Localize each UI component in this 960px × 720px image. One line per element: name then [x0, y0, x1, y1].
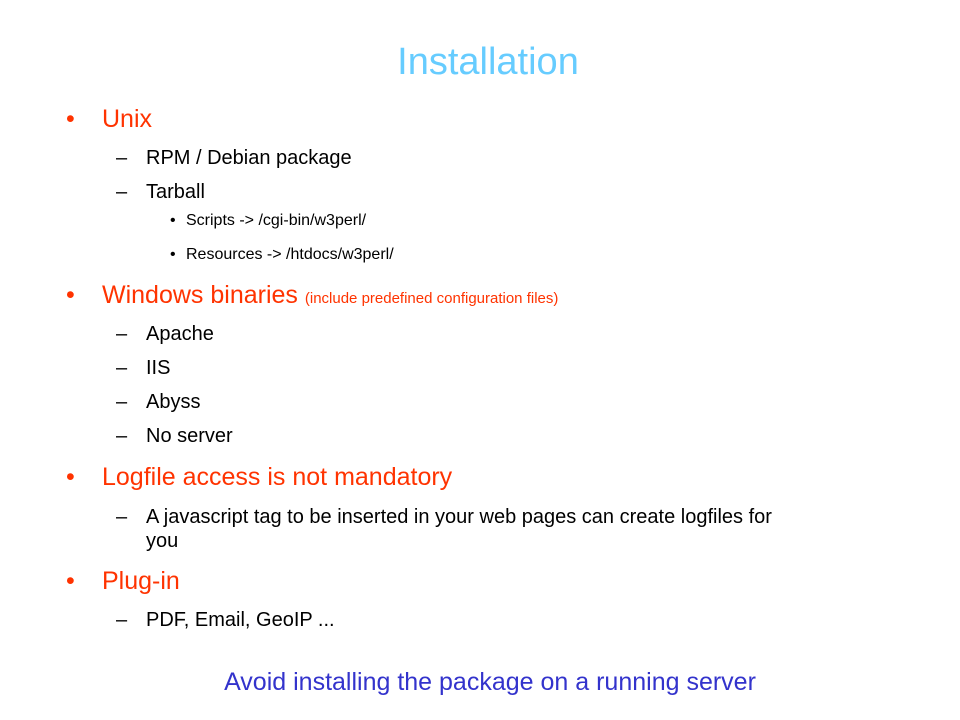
dash-marker: –	[116, 425, 128, 447]
list-item-text: No server	[146, 425, 233, 447]
section-heading-text: Plug-in	[102, 567, 180, 595]
dash-marker: –	[116, 181, 128, 203]
list-item-text: IIS	[146, 357, 171, 379]
list-item-text: RPM / Debian package	[146, 147, 352, 169]
bullet-marker: •	[66, 281, 75, 309]
bullet-marker: •	[66, 567, 75, 595]
section-heading-text: Unix	[102, 105, 153, 133]
list-item-text: Abyss	[146, 391, 201, 413]
section-heading-note: (include predefined configuration files)	[304, 290, 559, 307]
dash-marker: –	[116, 357, 128, 379]
section-heading-windows: • Windows binaries (include predefined c…	[66, 280, 559, 314]
list-item-no-server: – No server	[116, 424, 233, 448]
list-item-pdf-email-geoip: – PDF, Email, GeoIP ...	[116, 608, 335, 632]
dash-marker: –	[116, 506, 128, 528]
list-item-iis: – IIS	[116, 356, 171, 380]
section-heading-text: Windows binaries	[102, 281, 298, 309]
dash-marker: –	[116, 147, 128, 169]
slide-title: Installation	[397, 41, 579, 83]
bullet-marker: •	[170, 212, 176, 229]
list-item-text: PDF, Email, GeoIP ...	[146, 609, 335, 631]
bullet-marker: •	[170, 246, 176, 263]
section-heading-plugin: • Plug-in	[66, 566, 180, 596]
section-heading-unix: • Unix	[66, 104, 153, 134]
dash-marker: –	[116, 391, 128, 413]
list-item-text: Tarball	[146, 181, 205, 203]
list-item-apache: – Apache	[116, 322, 214, 346]
bullet-marker: •	[66, 463, 75, 491]
list-item-text: Apache	[146, 323, 214, 345]
bullet-marker: •	[66, 105, 75, 133]
list-item-abyss: – Abyss	[116, 390, 201, 414]
dash-marker: –	[116, 609, 128, 631]
list-item-tarball: – Tarball	[116, 180, 205, 204]
list-item-text: A javascript tag to be inserted in your …	[146, 506, 772, 552]
dash-marker: –	[116, 323, 128, 345]
list-item-rpm-debian: – RPM / Debian package	[116, 146, 352, 170]
section-heading-text: Logfile access is not mandatory	[102, 463, 453, 491]
list-item-javascript-tag: – A javascript tag to be inserted in you…	[116, 505, 786, 553]
sub-item-text: Resources -> /htdocs/w3perl/	[186, 246, 394, 263]
sub-item-scripts: • Scripts -> /cgi-bin/w3perl/	[170, 211, 367, 231]
slide-footer-note: Avoid installing the package on a runnin…	[224, 668, 756, 696]
section-heading-logfile: • Logfile access is not mandatory	[66, 462, 453, 492]
sub-item-resources: • Resources -> /htdocs/w3perl/	[170, 245, 394, 265]
sub-item-text: Scripts -> /cgi-bin/w3perl/	[186, 212, 367, 229]
